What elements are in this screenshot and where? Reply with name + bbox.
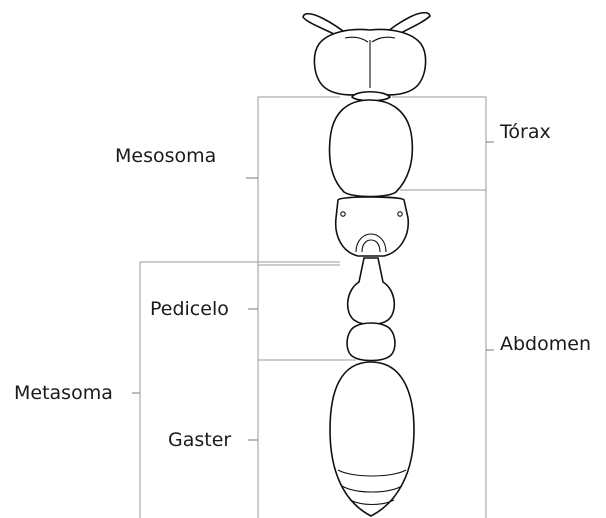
petiole-shape [348,258,395,325]
label-metasoma: Metasoma [14,382,113,404]
ant-figure [303,13,430,516]
postpetiole-shape [347,323,395,361]
propodeum-shape [336,197,409,256]
mesosoma-bracket [258,97,340,265]
mesosoma-shape [330,100,413,197]
head-shape [314,30,425,95]
text-labels: Mesosoma Tórax Pedicelo Abdomen Metasoma… [14,121,591,451]
label-abdomen: Abdomen [500,333,591,355]
label-torax: Tórax [499,121,551,143]
gaster-shape [330,362,414,516]
label-ticks [132,142,494,440]
label-gaster: Gaster [168,429,231,451]
label-mesosoma: Mesosoma [115,145,216,167]
label-pedicelo: Pedicelo [150,298,229,320]
